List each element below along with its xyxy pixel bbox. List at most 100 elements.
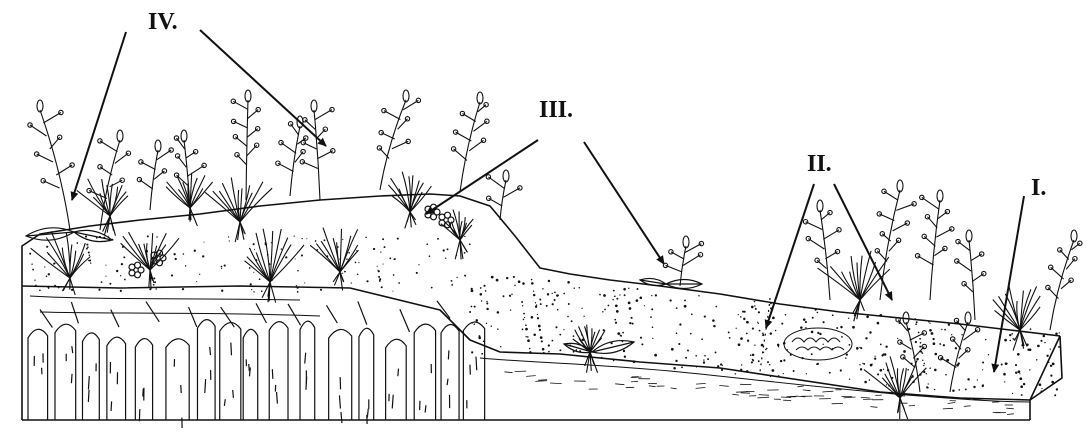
soil-speck (816, 363, 818, 365)
soil-speck (581, 308, 582, 309)
soil-speck (823, 321, 825, 323)
arrow-i (994, 196, 1024, 372)
rock-column (55, 324, 76, 420)
soil-speck (722, 365, 723, 366)
soil-speck (945, 374, 947, 376)
soil-speck (1050, 348, 1051, 349)
soil-speck (541, 340, 543, 342)
rock-crack (400, 309, 410, 332)
soil-speck (481, 353, 483, 355)
soil-speck (628, 288, 629, 289)
soil-speck (673, 367, 676, 370)
grass-blade (213, 191, 240, 222)
soil-speck (108, 236, 109, 237)
soil-speck (542, 288, 543, 289)
soil-speck (841, 336, 843, 338)
soil-speck (500, 346, 501, 347)
soil-speck (717, 365, 719, 367)
soil-speck (671, 348, 674, 351)
soil-speck (552, 293, 553, 294)
soil-speck (823, 344, 824, 345)
soil-speck (185, 265, 187, 267)
soil-speck (105, 276, 106, 277)
soil-speck (849, 379, 850, 380)
plant-branch (823, 230, 839, 240)
soil-speck (762, 334, 764, 336)
soil-speck (879, 315, 881, 317)
zone-label-ii: II. (807, 152, 832, 176)
soil-speck (525, 336, 526, 337)
soil-speck (281, 248, 282, 249)
soil-speck (971, 325, 972, 326)
soil-speck (476, 319, 479, 322)
soil-speck (471, 306, 473, 308)
soil-speck (956, 364, 959, 367)
flower-head (982, 271, 986, 275)
soil-speck (783, 373, 784, 374)
soil-speck (715, 351, 717, 353)
soil-speck (445, 258, 446, 259)
soil-speck (529, 351, 532, 354)
soil-speck (927, 387, 929, 389)
strata-dash (696, 383, 706, 384)
grass-blade (340, 229, 342, 272)
plant-branch (922, 197, 939, 209)
rock-column (197, 320, 215, 420)
soil-speck (583, 316, 584, 317)
soil-speck (456, 277, 457, 278)
plant-branch (503, 188, 520, 197)
soil-speck (302, 238, 303, 239)
soil-speck (874, 358, 876, 360)
soil-speck (121, 263, 123, 265)
soil-speck (736, 328, 737, 329)
soil-speck (679, 323, 681, 325)
soil-speck (783, 359, 785, 361)
soil-speck (1029, 369, 1030, 370)
plant-branch (281, 143, 296, 154)
soil-speck (741, 364, 742, 365)
rock-crack (392, 395, 393, 409)
soil-speck (859, 364, 860, 365)
soil-speck (754, 305, 755, 306)
soil-speck (478, 335, 480, 337)
soil-speck (523, 313, 525, 315)
soil-speck (848, 318, 849, 319)
soil-speck (856, 347, 859, 350)
soil-speck (1048, 362, 1049, 363)
soil-speck (712, 319, 715, 322)
soil-speck (840, 369, 842, 371)
soil-speck (817, 312, 819, 314)
soil-speck (358, 262, 359, 263)
soil-speck (48, 273, 50, 275)
strata-dash (788, 396, 798, 397)
soil-speck (1059, 332, 1060, 333)
pointer-arrows (72, 30, 1024, 372)
rock-crack (146, 302, 159, 322)
zone-label-iii: III. (539, 98, 573, 122)
soil-speck (780, 360, 782, 362)
soil-speck (805, 321, 807, 323)
soil-speck (640, 337, 642, 339)
soil-speck (1054, 394, 1056, 396)
soil-speck (935, 353, 938, 356)
soil-speck (542, 348, 545, 351)
soil-speck (652, 326, 654, 328)
soil-speck (933, 342, 936, 345)
soil-speck (696, 366, 697, 367)
soil-speck (929, 367, 931, 369)
soil-speck (199, 274, 200, 275)
arrow-ii-left (766, 184, 814, 328)
soil-speck (869, 379, 871, 381)
plant-stem (40, 110, 70, 230)
plant-stem (290, 126, 300, 196)
soil-speck (777, 344, 780, 347)
soil-speck (616, 310, 619, 313)
soil-speck (533, 294, 535, 296)
soil-speck (540, 336, 543, 339)
soil-speck (919, 338, 921, 340)
soil-speck (916, 321, 918, 323)
soil-speck (623, 350, 625, 352)
plant-branch (315, 110, 332, 120)
flower-head (276, 161, 280, 165)
soil-speck (398, 282, 400, 284)
